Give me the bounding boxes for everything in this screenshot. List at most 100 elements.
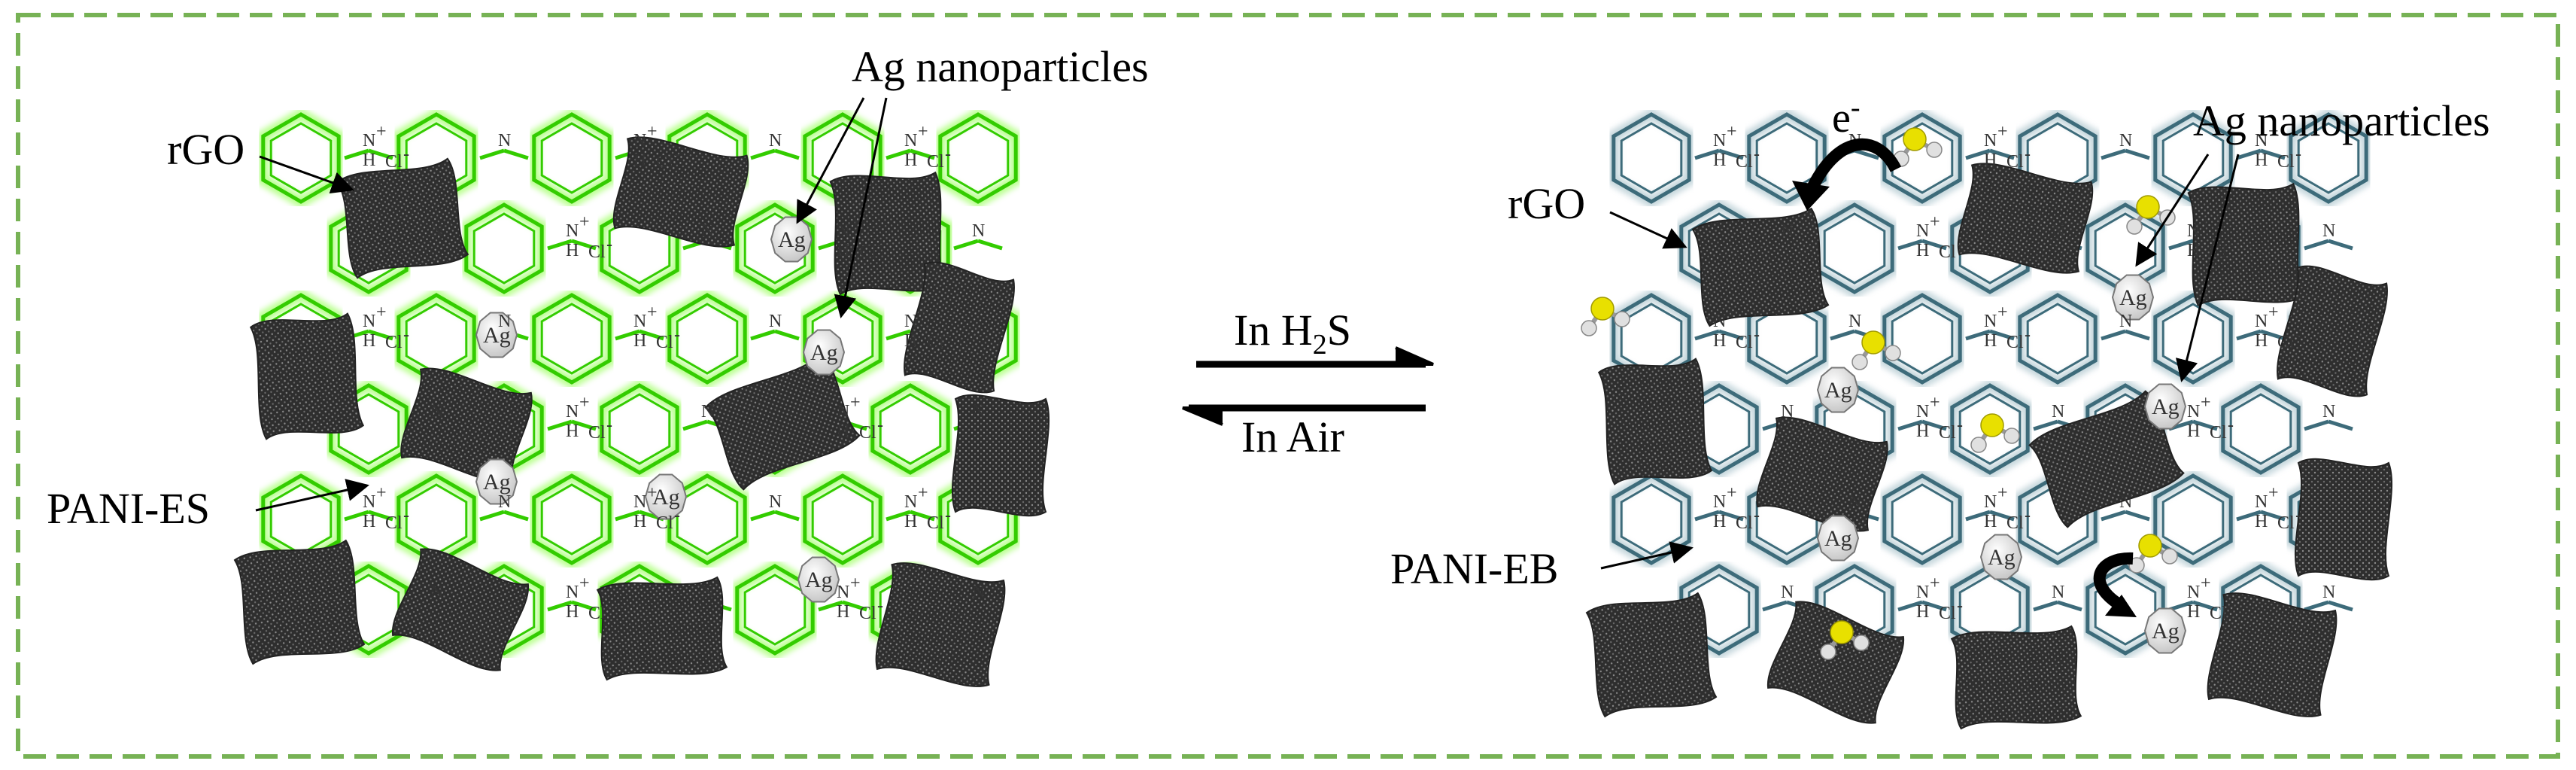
benzene-ring-inner: [269, 122, 333, 194]
bond: [750, 148, 776, 160]
bond: [774, 510, 800, 522]
benzene-ring: [2085, 564, 2165, 656]
ag-nanoparticle: [2111, 274, 2155, 321]
hydrogen-atom: H: [1713, 512, 1726, 531]
positive-charge: +: [647, 122, 658, 142]
benzene-ring: [1679, 564, 1759, 656]
hydrogen-atom: H: [904, 151, 917, 170]
bond: [2101, 329, 2126, 341]
ag-particle-label: Ag: [1824, 526, 1852, 551]
bond: [1762, 600, 1788, 612]
nitrogen-atom: N: [566, 221, 579, 241]
h2s-hydrogen-atom: [1853, 635, 1870, 651]
bond: [547, 239, 573, 251]
bond: [503, 510, 529, 522]
benzene-ring-inner: [2229, 393, 2292, 465]
benzene-ring-inner: [1891, 303, 1954, 375]
h2s-hydrogen-atom: [2003, 428, 2020, 444]
bond: [2236, 510, 2262, 522]
bond: [2328, 600, 2353, 612]
bond: [571, 600, 597, 612]
benzene-ring-inner: [676, 303, 739, 375]
positive-charge: +: [1997, 122, 2008, 142]
nitrogen-atom: N: [363, 131, 375, 151]
ag-particle-label: Ag: [2152, 619, 2180, 644]
benzene-ring-inner: [2297, 122, 2360, 194]
reaction-arrows: In H2S In Air: [1182, 306, 1434, 461]
dashed-border: [16, 13, 2560, 759]
nitrogen-atom: N: [1848, 492, 1861, 512]
benzene-ring-inner: [743, 574, 807, 646]
nitrogen-atom: N: [904, 492, 917, 512]
benzene-ring: [1747, 112, 1827, 204]
chloride-ion: Cl: [1939, 423, 1956, 443]
hydrogen-atom: H: [904, 512, 917, 531]
ag-nanoparticle: [475, 458, 518, 505]
chloride-ion: Cl: [859, 423, 876, 443]
left-pani-label: PANI-ES: [47, 484, 210, 533]
ring-glow: [1878, 288, 1967, 390]
nitrogen-atom: N: [904, 131, 917, 151]
ring-glow: [2216, 378, 2305, 480]
positive-charge: +: [2268, 303, 2279, 322]
h2s-hydrogen-atom: [2161, 548, 2178, 565]
forward-label-subscript: 2: [1313, 329, 1327, 361]
rgo-sheet: [1767, 601, 1904, 724]
h2s-sulfur-atom: [2136, 195, 2160, 219]
benzene-ring-inner: [2094, 574, 2157, 646]
nitrogen-atom: N: [633, 312, 646, 331]
h2s-hydrogen-atom: [1926, 142, 1943, 158]
nitrogen-atom: N: [2322, 583, 2335, 602]
positive-charge: +: [376, 303, 387, 322]
bond: [2260, 148, 2286, 160]
right-pani-pointer: [1600, 541, 1694, 570]
hydrogen-atom: H: [1713, 151, 1726, 170]
nitrogen-atom: N: [972, 221, 985, 241]
ring-glow: [1810, 197, 1899, 300]
bond: [818, 600, 843, 612]
positive-charge: +: [918, 303, 928, 322]
hydrogen-atom: H: [2187, 602, 2200, 622]
benzene-ring: [2153, 473, 2233, 565]
chloride-ion: Cl: [2006, 333, 2024, 352]
ring-glow: [663, 288, 752, 390]
bond: [2125, 510, 2150, 522]
benzene-ring: [464, 202, 544, 294]
left-rgo-label: rGO: [167, 125, 245, 174]
benzene-ring-inner: [879, 393, 942, 465]
chloride-charge: -: [674, 325, 680, 345]
chloride-ion: Cl: [1939, 242, 1956, 262]
nitrogen-atom: N: [2255, 131, 2268, 151]
ring-glow: [257, 107, 345, 209]
benzene-ring-inner: [1755, 303, 1818, 375]
benzene-ring: [532, 293, 612, 385]
h2s-hydrogen-atom: [1820, 644, 1836, 660]
nitrogen-atom: N: [2119, 131, 2132, 151]
benzene-ring: [2018, 293, 2098, 385]
bond: [1897, 239, 1923, 251]
hydrogen-atom: H: [1984, 512, 1997, 531]
hydrogen-atom: H: [566, 422, 579, 441]
bond: [774, 148, 800, 160]
bond: [2236, 329, 2262, 341]
bond: [344, 510, 369, 522]
ag-nanoparticle: [1979, 534, 2023, 580]
chloride-ion: Cl: [2277, 513, 2295, 533]
nitrogen-atom: N: [1713, 312, 1726, 331]
hydrogen-atom: H: [566, 602, 579, 622]
hydrogen-atom: H: [2187, 241, 2200, 260]
chloride-charge: -: [674, 145, 680, 164]
chloride-charge: -: [1754, 506, 1760, 525]
bond: [2033, 419, 2058, 431]
hydrogen-atom: H: [363, 331, 375, 351]
nitrogen-atom: N: [769, 492, 782, 512]
h2s-sulfur-atom: [1590, 297, 1615, 321]
bond: [750, 329, 776, 341]
rgo-sheet: [392, 548, 529, 671]
benzene-ring-inner: [405, 303, 468, 375]
chloride-ion: Cl: [2277, 333, 2295, 352]
bond: [886, 329, 911, 341]
